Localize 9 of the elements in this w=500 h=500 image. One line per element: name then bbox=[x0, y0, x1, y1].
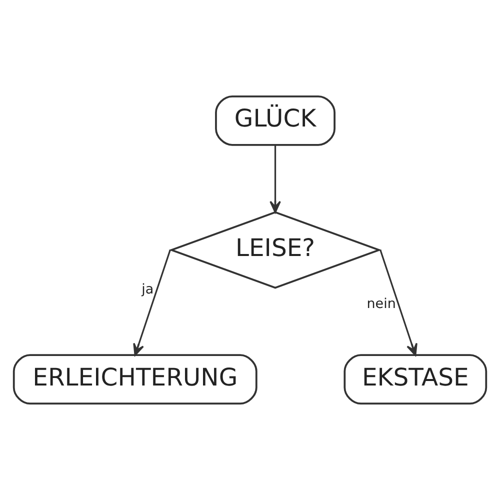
arrow bbox=[380, 250, 418, 356]
node-box: ERLEICHTERUNG bbox=[12, 354, 258, 405]
node-box: GLÜCK bbox=[215, 95, 336, 146]
arrow bbox=[270, 144, 281, 214]
node-diamond: LEISE? bbox=[168, 211, 382, 289]
arrow bbox=[133, 250, 171, 356]
node-box: EKSTASE bbox=[344, 354, 488, 405]
edge-label: ja bbox=[142, 281, 154, 298]
edge-label: nein bbox=[366, 296, 396, 312]
